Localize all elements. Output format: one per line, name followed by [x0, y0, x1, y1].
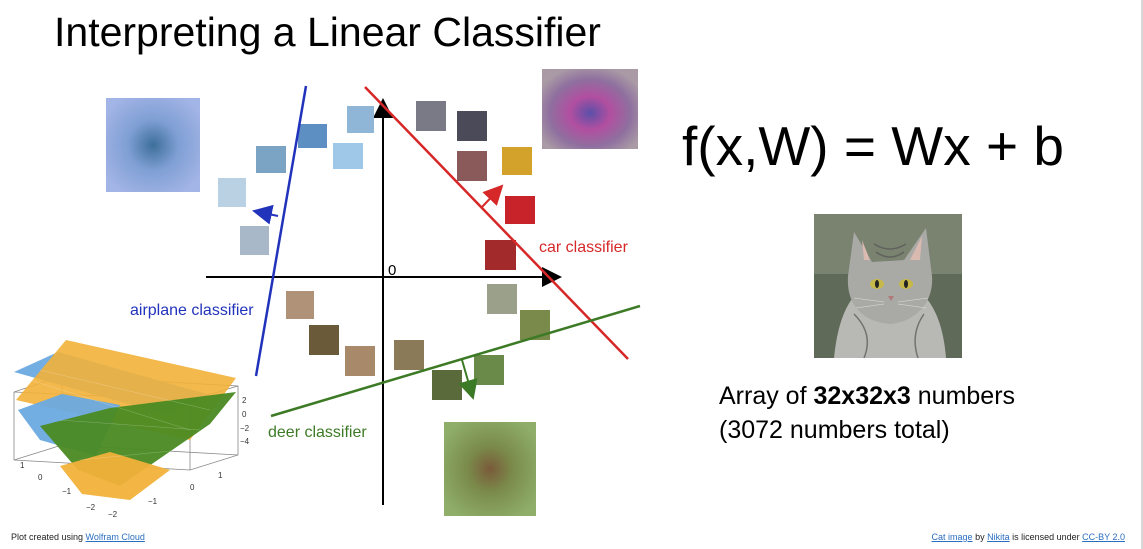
- cat-image-link[interactable]: Cat image: [931, 532, 973, 542]
- airplane-template-image: [106, 98, 200, 192]
- deer-thumbnail: [432, 370, 462, 400]
- airplane-thumbnail: [256, 146, 286, 173]
- cat-thumbnail: [345, 346, 375, 376]
- airplane-thumbnail: [240, 226, 269, 255]
- airplane-thumbnail: [333, 143, 363, 169]
- z-tick: 0: [242, 410, 247, 419]
- airplane-classifier-label: airplane classifier: [130, 302, 254, 319]
- car-thumbnail: [502, 147, 532, 175]
- y-tick: −1: [148, 497, 158, 506]
- car-classifier-label: car classifier: [539, 239, 629, 256]
- airplane-classifier-line: [254, 85, 308, 377]
- surface-plot: 2 0 −2 −4 1 0 −1 −2 −2 −1 0 1: [13, 340, 250, 519]
- car-thumbnail: [457, 151, 487, 181]
- car-normal-arrow: [481, 184, 504, 208]
- y-tick: 0: [190, 483, 195, 492]
- cat-thumbnail: [394, 340, 424, 370]
- bird-thumbnail: [487, 284, 517, 314]
- cat-thumbnail: [286, 291, 314, 319]
- y-tick: −2: [108, 510, 118, 519]
- z-tick: −4: [240, 437, 250, 446]
- car-thumbnail: [416, 101, 446, 131]
- airplane-thumbnail: [298, 124, 327, 148]
- car-thumbnail: [457, 111, 487, 141]
- slide-title: Interpreting a Linear Classifier: [54, 9, 601, 55]
- deer-normal-arrow: [458, 359, 478, 400]
- x-tick: 1: [20, 461, 25, 470]
- x-tick: 0: [38, 473, 43, 482]
- cat-thumbnail: [309, 325, 339, 355]
- caption-line1: Array of 32x32x3 numbers: [719, 382, 1016, 410]
- bird-thumbnail: [520, 310, 550, 340]
- airplane-thumbnail: [218, 178, 246, 207]
- wolfram-cloud-link[interactable]: Wolfram Cloud: [85, 532, 145, 542]
- cat-image: [814, 214, 962, 358]
- caption-line2: (3072 numbers total): [719, 415, 950, 444]
- image-caption: Array of 32x32x3 numbers (3072 numbers t…: [719, 380, 1015, 448]
- car-thumbnails: [416, 101, 535, 270]
- y-tick: 1: [218, 471, 223, 480]
- footer-credit-right: Cat image by Nikita is licensed under CC…: [931, 532, 1125, 542]
- deer-template-image: [444, 422, 536, 516]
- z-tick: 2: [242, 396, 247, 405]
- other-thumbnails: [286, 284, 550, 400]
- surface-orange-low: [60, 452, 170, 500]
- car-classifier-line: [364, 86, 629, 360]
- deer-classifier-line: [270, 304, 641, 418]
- z-tick: −2: [240, 424, 250, 433]
- car-thumbnail: [505, 196, 535, 224]
- origin-label: 0: [388, 262, 396, 279]
- airplane-normal-arrow: [252, 204, 279, 225]
- x-tick: −1: [62, 487, 72, 496]
- car-thumbnail: [485, 240, 516, 270]
- airplane-thumbnail: [347, 106, 374, 133]
- license-link[interactable]: CC-BY 2.0: [1082, 532, 1125, 542]
- deer-classifier-label: deer classifier: [268, 424, 367, 441]
- airplane-thumbnails: [218, 106, 374, 255]
- car-template-image: [542, 69, 638, 149]
- author-link[interactable]: Nikita: [987, 532, 1010, 542]
- deer-thumbnail: [474, 355, 504, 385]
- footer-credit-left: Plot created using Wolfram Cloud: [11, 532, 145, 542]
- slide-border: [1141, 0, 1143, 549]
- linear-classifier-formula: f(x,W) = Wx + b: [682, 115, 1064, 177]
- x-tick: −2: [86, 503, 96, 512]
